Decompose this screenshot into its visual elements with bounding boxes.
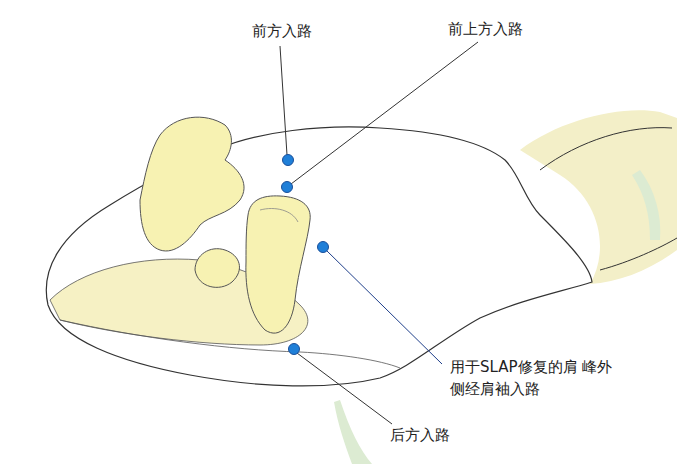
arm-back-lower xyxy=(600,238,677,270)
clavicle-bone xyxy=(140,117,244,251)
portal-label: 用于SLAP修复的肩 峰外侧经肩袖入路 xyxy=(450,356,622,400)
shoulder-outline xyxy=(46,127,592,386)
acromion-bone xyxy=(246,196,310,333)
portal-dot xyxy=(318,242,329,253)
leader-line xyxy=(326,250,442,364)
portal-dot xyxy=(289,344,300,355)
background-hint xyxy=(334,400,372,464)
leader-line xyxy=(297,353,392,424)
portal-label: 后方入路 xyxy=(390,424,480,446)
muscle-line xyxy=(60,320,400,368)
portal-label: 前上方入路 xyxy=(448,18,558,40)
arm-back xyxy=(540,128,672,170)
coracoid-bone xyxy=(195,249,239,288)
leader-line xyxy=(291,42,478,184)
leader-line xyxy=(280,46,287,155)
portal-dot xyxy=(283,155,294,166)
background-hint xyxy=(632,170,660,240)
portal-label: 前方入路 xyxy=(252,20,342,42)
portal-dot xyxy=(282,182,293,193)
bone-shadow xyxy=(260,209,298,223)
